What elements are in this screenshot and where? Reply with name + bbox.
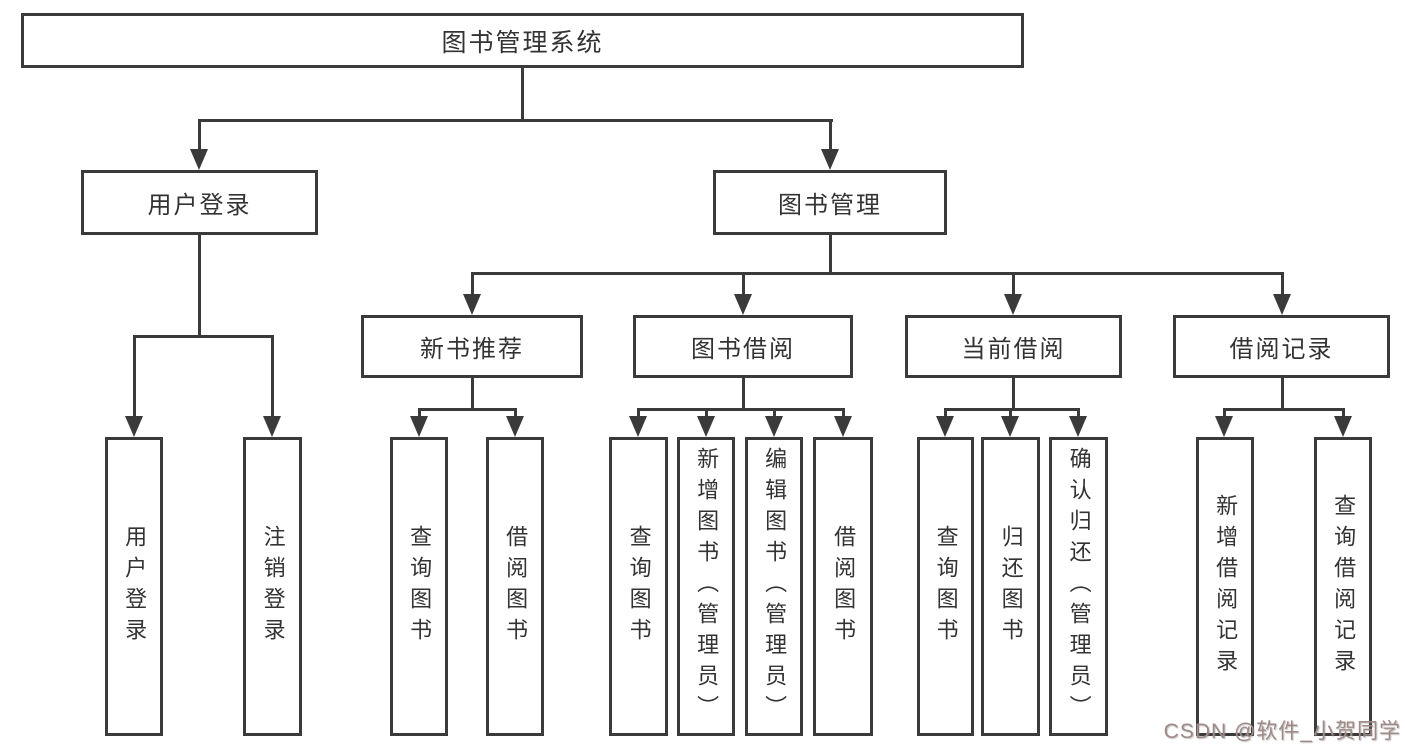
leaf-borrow-books-recommend: 借阅图书 xyxy=(486,437,544,736)
connector-newbook-leaf2 xyxy=(514,408,517,423)
arrow-down-icon xyxy=(1004,294,1022,315)
leaf-logout-label: 注销登录 xyxy=(260,524,286,649)
node-root-label: 图书管理系统 xyxy=(441,28,604,57)
connector-current-stem xyxy=(1012,378,1015,411)
connector-current-leaf1 xyxy=(944,408,947,423)
connector-newbook-leaf1 xyxy=(418,408,421,423)
arrow-down-icon xyxy=(734,294,752,315)
connector-to-leaf-user-login xyxy=(133,335,136,423)
node-new-book-recommend-label: 新书推荐 xyxy=(420,336,524,363)
connector-borrowing-leaf1 xyxy=(637,408,640,423)
connector-newbook-rail xyxy=(418,408,517,411)
leaf-query-borrow-record: 查询借阅记录 xyxy=(1314,437,1372,736)
connector-records-rail xyxy=(1223,408,1343,411)
connector-login-stem xyxy=(198,235,201,338)
arrow-down-icon xyxy=(506,416,524,437)
leaf-logout: 注销登录 xyxy=(243,437,302,736)
arrow-down-icon xyxy=(1273,294,1291,315)
arrow-down-icon xyxy=(190,149,208,170)
connector-records-stem xyxy=(1281,378,1284,411)
leaf-add-books-admin-label: 新增图书（管理员） xyxy=(694,447,720,726)
leaf-query-books-borrowing: 查询图书 xyxy=(609,437,668,736)
node-borrowing-records-label: 借阅记录 xyxy=(1229,336,1334,363)
arrow-down-icon xyxy=(1069,416,1087,437)
csdn-watermark: CSDN @软件_小贺同学 xyxy=(1163,720,1401,743)
node-root: 图书管理系统 xyxy=(21,13,1024,68)
leaf-edit-books-admin-label: 编辑图书（管理员） xyxy=(762,447,788,726)
arrow-down-icon xyxy=(834,416,852,437)
connector-to-borrowing-records xyxy=(1281,272,1284,300)
connector-root-to-login xyxy=(198,119,201,157)
connector-current-leaf3 xyxy=(1077,408,1080,423)
arrow-down-icon xyxy=(263,416,281,437)
node-borrowing-records: 借阅记录 xyxy=(1173,315,1390,378)
leaf-user-login-label: 用户登录 xyxy=(122,524,148,649)
connector-root-stem xyxy=(521,68,524,121)
node-user-login: 用户登录 xyxy=(81,170,318,235)
connector-to-current-borrowing xyxy=(1012,272,1015,300)
leaf-query-books-recommend-label: 查询图书 xyxy=(407,524,433,649)
arrow-down-icon xyxy=(821,149,839,170)
node-book-management-label: 图书管理 xyxy=(778,192,882,219)
leaf-query-books-current-label: 查询图书 xyxy=(933,524,959,649)
leaf-add-borrow-record: 新增借阅记录 xyxy=(1196,437,1254,736)
node-current-borrowing: 当前借阅 xyxy=(905,315,1122,378)
leaf-return-books-label: 归还图书 xyxy=(998,524,1024,649)
connector-records-leaf2 xyxy=(1342,408,1345,423)
arrow-down-icon xyxy=(629,416,647,437)
leaf-borrow-books-borrowing: 借阅图书 xyxy=(813,437,873,736)
leaf-query-borrow-record-label: 查询借阅记录 xyxy=(1331,493,1357,680)
connector-root-rail xyxy=(198,119,833,122)
connector-mgmt-rail xyxy=(471,272,1284,275)
arrow-down-icon xyxy=(1334,416,1352,437)
leaf-borrow-books-borrowing-label: 借阅图书 xyxy=(831,524,857,649)
node-book-borrowing-label: 图书借阅 xyxy=(691,336,795,363)
connector-mgmt-stem xyxy=(829,235,832,275)
connector-borrowing-rail xyxy=(637,408,844,411)
node-book-management: 图书管理 xyxy=(713,170,947,235)
connector-newbook-stem xyxy=(471,378,474,411)
connector-login-rail xyxy=(133,335,274,338)
leaf-query-books-current: 查询图书 xyxy=(917,437,974,736)
leaf-borrow-books-recommend-label: 借阅图书 xyxy=(503,524,529,649)
connector-to-leaf-logout xyxy=(271,335,274,423)
node-new-book-recommend: 新书推荐 xyxy=(361,315,583,378)
node-book-borrowing: 图书借阅 xyxy=(633,315,853,378)
connector-root-to-mgmt xyxy=(829,119,832,157)
leaf-confirm-return-admin-label: 确认归还（管理员） xyxy=(1066,447,1092,726)
leaf-query-books-recommend: 查询图书 xyxy=(390,437,448,736)
leaf-edit-books-admin: 编辑图书（管理员） xyxy=(745,437,803,736)
arrow-down-icon xyxy=(765,416,783,437)
connector-borrowing-leaf2 xyxy=(705,408,708,423)
arrow-down-icon xyxy=(1215,416,1233,437)
leaf-query-books-borrowing-label: 查询图书 xyxy=(626,524,652,649)
arrow-down-icon xyxy=(410,416,428,437)
connector-current-leaf2 xyxy=(1009,408,1012,423)
leaf-confirm-return-admin: 确认归还（管理员） xyxy=(1049,437,1108,736)
connector-to-book-borrowing xyxy=(742,272,745,300)
connector-records-leaf1 xyxy=(1223,408,1226,423)
leaf-return-books: 归还图书 xyxy=(981,437,1040,736)
arrow-down-icon xyxy=(463,294,481,315)
arrow-down-icon xyxy=(697,416,715,437)
connector-to-new-book xyxy=(471,272,474,300)
node-current-borrowing-label: 当前借阅 xyxy=(961,336,1066,363)
leaf-user-login: 用户登录 xyxy=(105,437,163,736)
leaf-add-borrow-record-label: 新增借阅记录 xyxy=(1213,493,1239,680)
arrow-down-icon xyxy=(125,416,143,437)
connector-borrowing-leaf3 xyxy=(773,408,776,423)
node-user-login-label: 用户登录 xyxy=(147,192,252,219)
arrow-down-icon xyxy=(1001,416,1019,437)
connector-borrowing-stem xyxy=(742,378,745,411)
leaf-add-books-admin: 新增图书（管理员） xyxy=(677,437,735,736)
arrow-down-icon xyxy=(936,416,954,437)
connector-borrowing-leaf4 xyxy=(842,408,845,423)
